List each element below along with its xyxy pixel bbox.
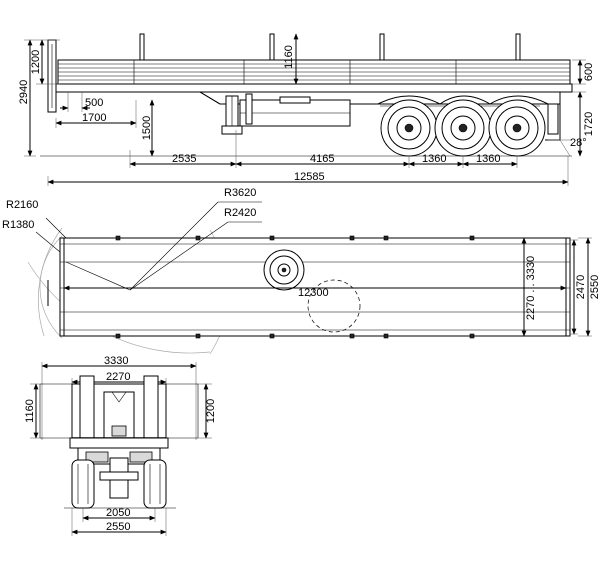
dim-height-platform: 1200 [30,39,60,85]
rear-wheel-right [143,459,167,509]
label-500: 500 [85,97,103,109]
plan-dashed-wheel [307,279,361,333]
label-1500: 1500 [141,116,153,140]
rear-view: 3330 2270 [24,355,217,536]
label-4165: 4165 [310,153,334,165]
dim-side-board-height: 1160 [283,33,299,85]
label-600: 600 [583,63,595,81]
dim-height-1160-rear: 1160 [24,383,44,439]
label-12585: 12585 [294,171,325,183]
side-wheel-1 [380,99,438,157]
label-r1380: R1380 [2,219,34,231]
label-1700: 1700 [82,112,106,124]
label-2270-rear: 2270 [106,371,130,383]
dim-departure-angle: 28° [548,137,587,157]
label-3330: 3330 [104,355,128,367]
label-2270-3330: 2270 ... 3330 [525,256,537,320]
dim-width-2550-rear: 2550 [71,508,167,536]
plan-view: R2160 R1380 R3620 R2420 12300 2270 ... 3… [2,187,600,355]
label-1360-b: 1360 [476,153,500,165]
side-wheel-2 [434,99,492,157]
dim-rear-height: 1720 [572,91,595,157]
label-2550-rear: 2550 [106,521,130,533]
plan-leaders [35,201,262,291]
label-1360-a: 1360 [422,153,446,165]
rear-extended-stakes [39,383,199,439]
dim-kingpin-offset: 1700 [55,100,137,128]
label-12300: 12300 [298,287,329,299]
side-stakes [139,33,521,61]
side-front-wall [47,39,57,113]
label-r2420: R2420 [224,207,256,219]
label-2535: 2535 [172,153,196,165]
side-fenders [377,95,549,105]
rear-body [69,375,169,499]
label-r3620: R3620 [224,187,256,199]
label-2550-plan: 2550 [589,275,600,299]
label-1200-side: 1200 [30,50,42,74]
dim-axle-spacing-2: 1360 [462,153,518,168]
dim-front-offset: 500 [60,92,103,112]
plan-bolts [115,235,475,339]
dim-width-2550: 2550 [578,237,600,337]
rear-wheel-left [71,459,95,509]
side-boards [57,59,571,85]
side-landing-gear [221,93,253,135]
plan-spare-wheel [263,249,305,291]
dim-width-2470: 2470 [570,239,587,335]
dim-overall-length: 12585 [47,156,569,186]
label-r2160: R2160 [6,199,38,211]
dim-height-total: 2940 [18,39,36,157]
label-1720: 1720 [583,112,595,136]
label-2050: 2050 [106,507,130,519]
label-2940: 2940 [18,80,30,104]
dim-coupling-height: 1500 [141,99,155,157]
dim-stake-height: 600 [572,59,595,85]
label-1160-side: 1160 [283,45,295,69]
dim-length-12300: 12300 [63,285,567,299]
label-2470: 2470 [575,275,587,299]
side-view: 1200 2940 1160 600 1720 1500 [18,33,595,186]
dim-track-2050: 2050 [82,507,156,522]
dim-height-1200-rear: 1200 [196,383,217,439]
dim-4165: 4165 [235,153,410,168]
dim-width-range: 2270 ... 3330 [521,237,537,337]
side-chassis [55,83,573,141]
label-1200-rear: 1200 [205,399,217,423]
label-28-deg: 28° [570,137,587,149]
dim-width-3330: 3330 [41,355,197,440]
label-1160-rear: 1160 [24,399,36,423]
side-wheel-3 [488,99,546,157]
